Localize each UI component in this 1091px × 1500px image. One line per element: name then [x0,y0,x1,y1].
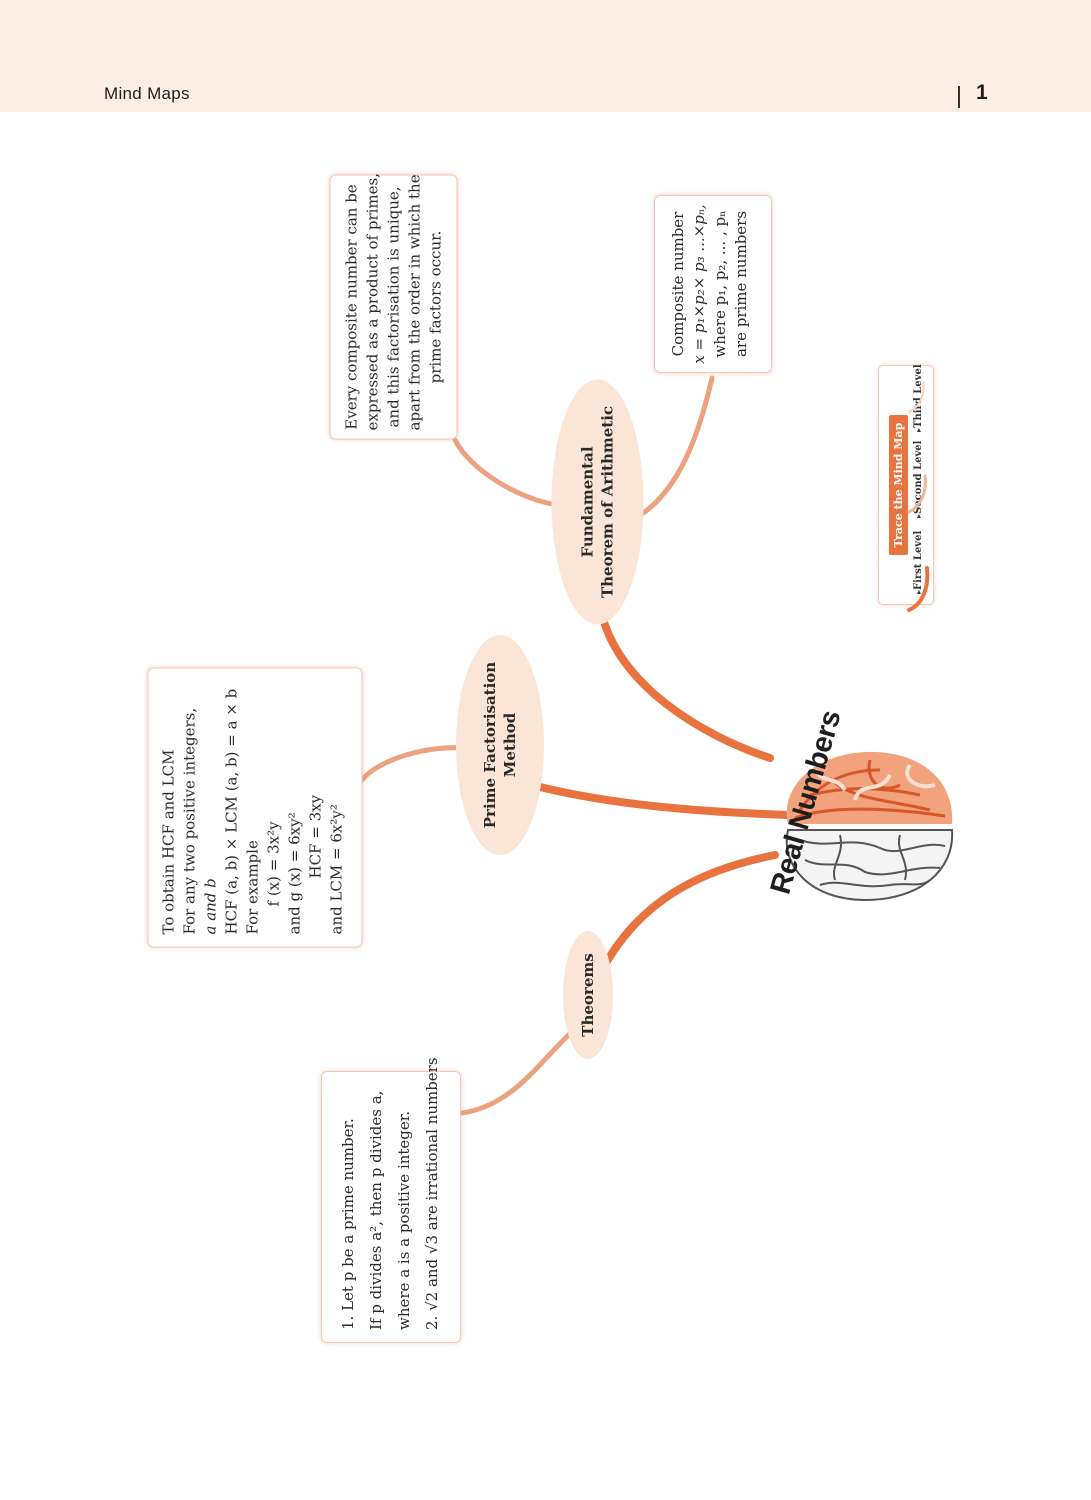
fta-text-line-4: apart from the order in which the [405,174,424,431]
fta-text-line-5: prime factors occur. [426,230,445,384]
composite-line-1: Composite number [669,211,687,357]
fta-text-line-2: expressed as a product of primes, [363,173,382,431]
hcf-line-8: HCF = 3xy [306,794,325,879]
branch-prime-factorisation: Prime Factorisation Method [456,635,544,855]
fta-text-line-3: and this factorisation is unique, [384,186,403,428]
brain-illustration [785,751,954,902]
hcf-line-1: To obtain HCF and LCM [159,749,178,935]
legend-swatch-first [907,566,930,612]
composite-line-3: where p₁, p₂, ... , pₙ [711,210,729,358]
hcf-lcm-box: To obtain HCF and LCM For any two positi… [147,667,363,948]
theorem-line-3: where a is a positive integer. [395,1110,413,1330]
branch-fta-line-2: Theorem of Arithmetic [598,405,617,599]
hcf-line-4: HCF (a, b) × LCM (a, b) = a × b [222,688,241,935]
branch-pfm-line-1: Prime Factorisation [481,661,499,829]
branch-pfm-line-2: Method [501,712,519,778]
branch-theorems-label: Theorems [579,953,597,1037]
theorems-box: 1. Let p be a prime number. If p divides… [321,1057,461,1343]
theorem-line-4: 2. √2 and √3 are irrational numbers [423,1057,441,1330]
connector-theorems-box [459,1027,577,1116]
hcf-line-9: and LCM = 6x²y² [327,804,346,935]
fta-definition-box: Every composite number can be expressed … [329,173,458,440]
connector-center-theorems [598,851,779,974]
branch-fundamental-theorem: Fundamental Theorem of Arithmetic [551,379,644,625]
composite-number-box: Composite number x = p₁×p₂× p₃ ...×pₙ, w… [654,195,772,373]
hcf-line-3: a and b [201,878,220,935]
legend-swatch-third [908,381,925,413]
header-title: Mind Maps [104,84,190,103]
page-header: Mind Maps 1 [0,0,1091,112]
fta-text-line-1: Every composite number can be [342,184,361,430]
hcf-line-7: and g (x) = 6xy² [285,812,304,935]
hcf-line-5: For example [243,840,262,935]
composite-line-4: are prime numbers [732,210,750,358]
branch-fta-line-1: Fundamental [578,446,597,558]
connector-center-fta [598,611,774,762]
connector-pfm-hcf [359,745,470,783]
hcf-line-2: For any two positive integers, [180,707,199,935]
theorem-line-2: If p divides a², then p divides a, [367,1090,385,1330]
composite-line-2: x = p₁×p₂× p₃ ...×pₙ, [690,204,708,364]
hcf-line-6: f (x) = 3x²y [264,821,283,907]
page-number: 1 [976,81,988,104]
legend-swatches [907,381,930,612]
header-divider [958,86,960,108]
connector-fta-text [452,437,561,508]
branch-theorems: Theorems [563,931,613,1059]
legend-swatch-second [907,474,927,514]
connector-fta-composite [629,375,715,523]
theorem-line-1: 1. Let p be a prime number. [339,1118,357,1330]
connector-center-pfm [528,781,794,819]
